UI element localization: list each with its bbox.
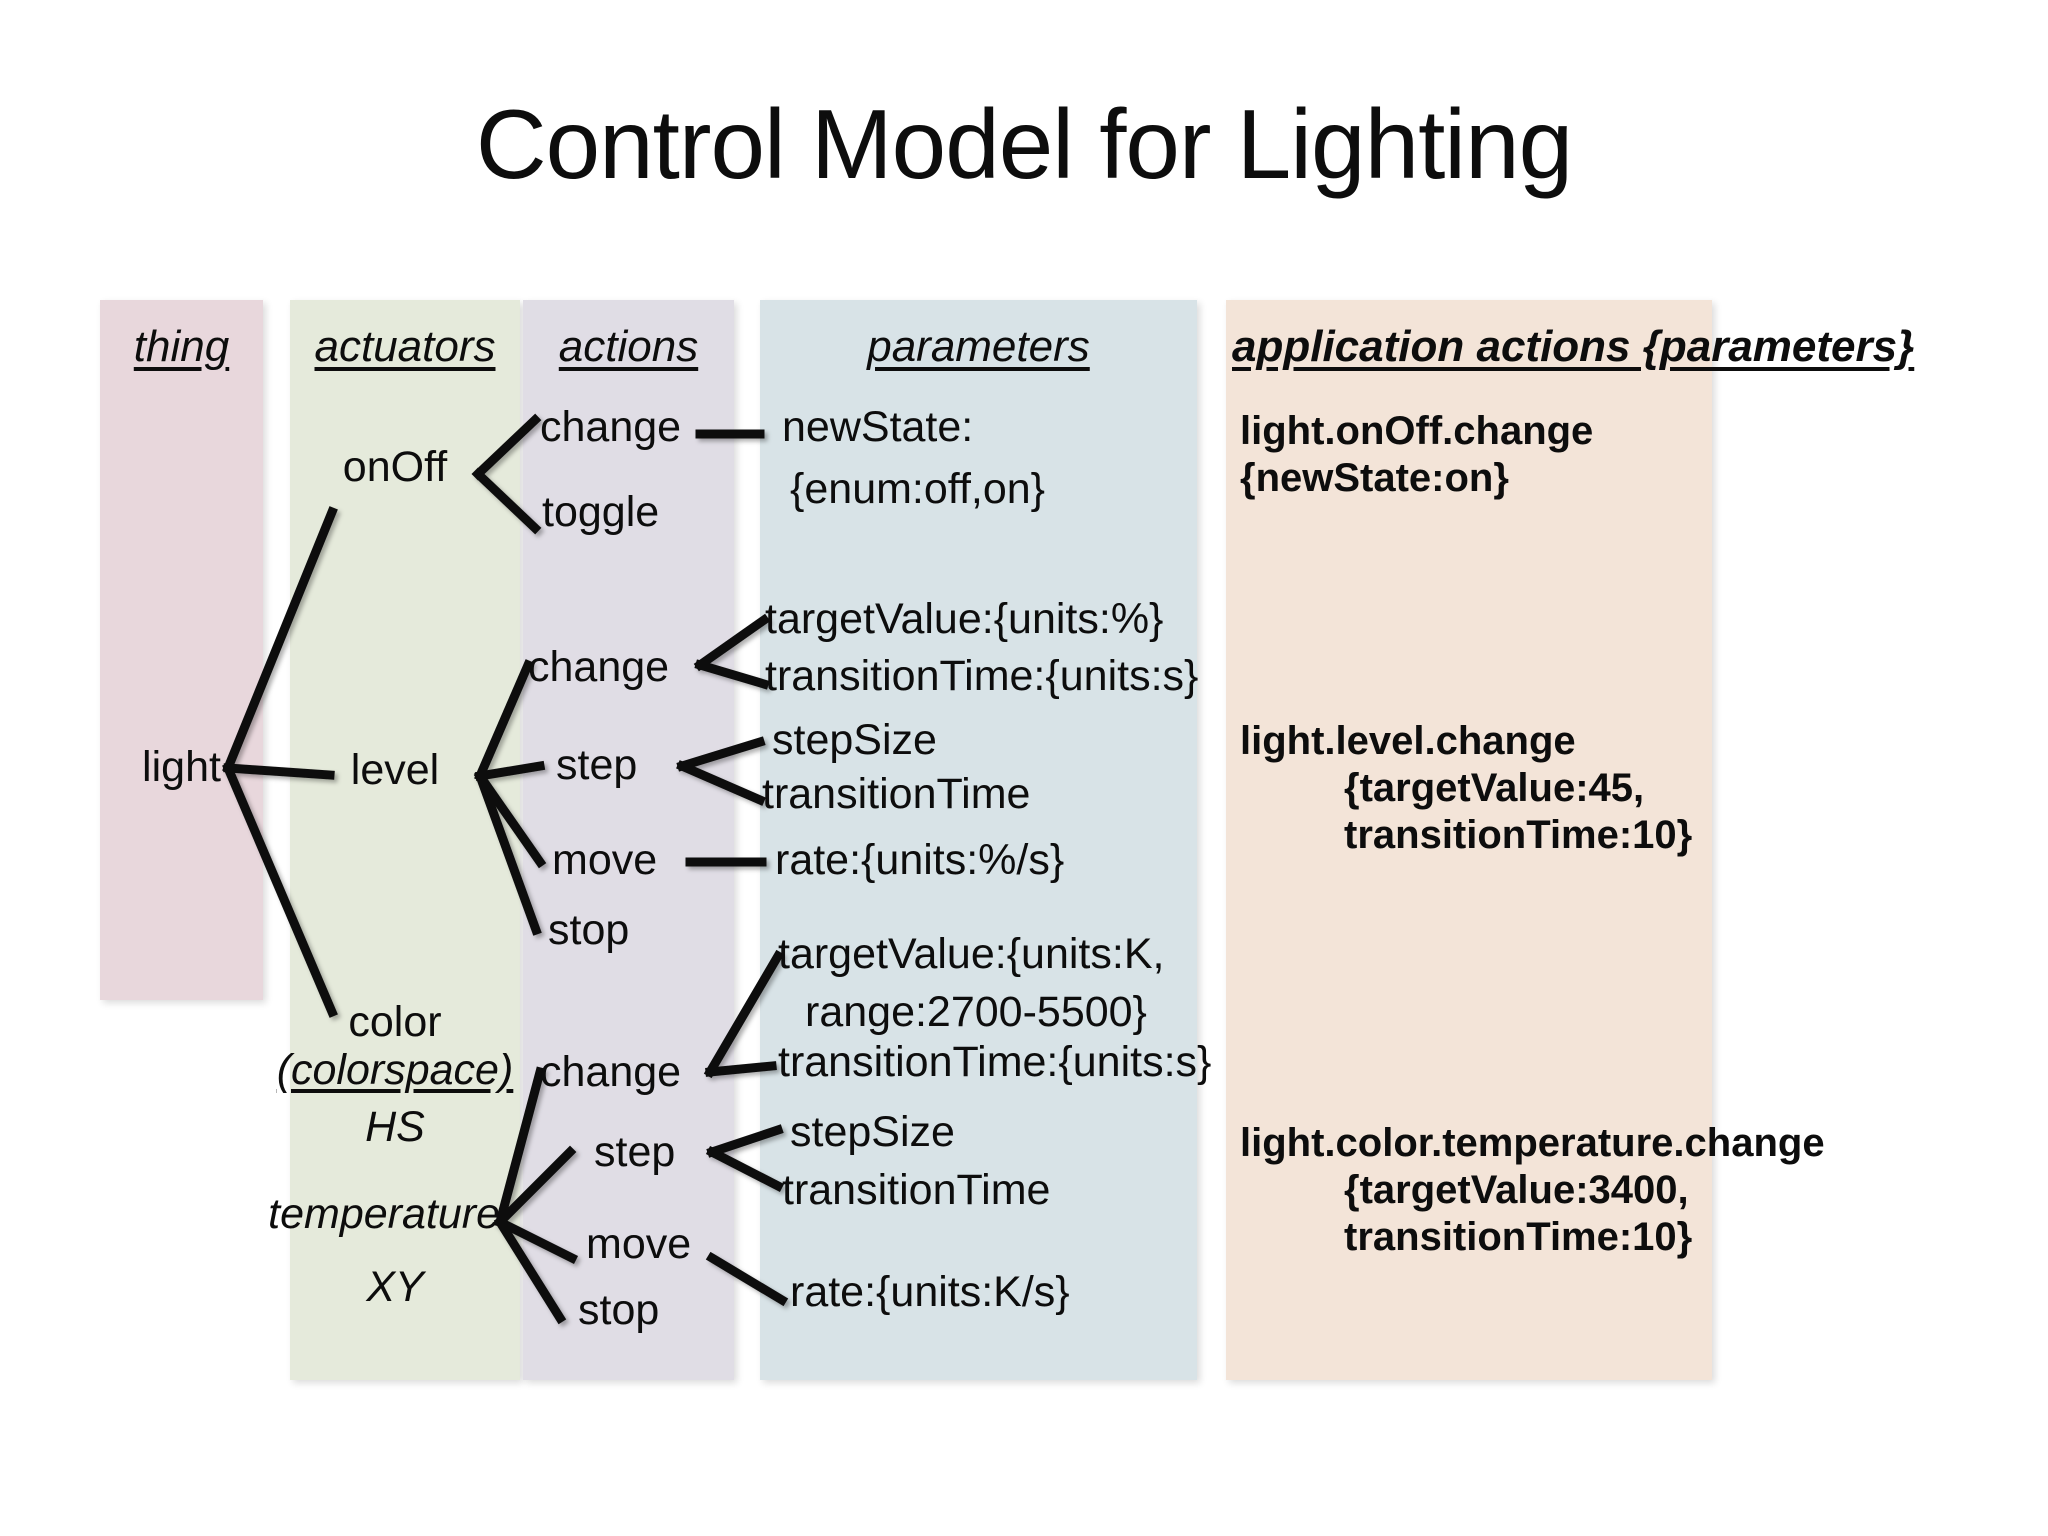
actuator-onoff: onOff (342, 443, 448, 491)
colorspace-hs: HS (365, 1103, 425, 1151)
app-action-line: transitionTime:10} (1344, 1215, 1693, 1260)
param-level-change-targetvalue: targetValue:{units:%} (765, 595, 1164, 643)
app-action-level-example: light.level.change{targetValue:45,transi… (1240, 718, 1692, 860)
actuator-color: color (348, 998, 442, 1046)
param-color-change-range: range:2700-5500} (805, 988, 1147, 1036)
param-color-change-targetvalue: targetValue:{units:K, (778, 930, 1165, 978)
param-level-move-rate: rate:{units:%/s} (775, 836, 1065, 884)
action-level-step: step (556, 741, 638, 789)
param-color-change-transitiontime: transitionTime:{units:s} (778, 1038, 1212, 1086)
column-header-actuators: actuators (314, 322, 496, 371)
page-title: Control Model for Lighting (475, 89, 1573, 199)
param-onoff-enum: {enum:off,on} (790, 465, 1046, 513)
action-color-step: step (594, 1128, 676, 1176)
action-color-change: change (540, 1048, 682, 1096)
column-panel-parameters (760, 300, 1197, 1380)
column-panel-thing (100, 300, 263, 1000)
column-header-parameters: parameters (867, 322, 1090, 371)
app-action-line: light.level.change (1240, 719, 1576, 763)
action-onoff-change: change (540, 403, 682, 451)
app-action-line: transitionTime:10} (1344, 813, 1693, 858)
action-color-move: move (586, 1220, 692, 1268)
colorspace-xy: XY (366, 1263, 424, 1311)
app-action-color-temperature-example: light.color.temperature.change{targetVal… (1240, 1120, 1825, 1262)
column-panel-app-actions (1226, 300, 1712, 1380)
app-action-line: light.color.temperature.change (1240, 1121, 1825, 1165)
action-level-change: change (528, 643, 670, 691)
param-color-step-stepsize: stepSize (790, 1108, 955, 1156)
column-header-app-actions: application actions {parameters} (1232, 322, 1915, 371)
actuator-level: level (350, 746, 440, 794)
column-header-thing: thing (133, 322, 230, 371)
actuator-colorspace-label: (colorspace) (276, 1046, 514, 1094)
param-onoff-newstate: newState: (782, 403, 974, 451)
param-level-change-transitiontime: transitionTime:{units:s} (765, 652, 1199, 700)
param-level-step-transitiontime: transitionTime (762, 770, 1031, 818)
action-onoff-toggle: toggle (542, 488, 660, 536)
column-header-actions: actions (558, 322, 699, 371)
app-action-line: {targetValue:3400, (1344, 1168, 1689, 1213)
action-color-stop: stop (578, 1286, 660, 1334)
param-level-step-stepsize: stepSize (772, 716, 937, 764)
action-level-stop: stop (548, 906, 630, 954)
app-action-line: {targetValue:45, (1344, 766, 1645, 811)
param-color-step-transitiontime: transitionTime (782, 1166, 1051, 1214)
thing-light: light (142, 743, 221, 791)
app-action-onoff-example: light.onOff.change{newState:on} (1240, 408, 1593, 502)
app-action-line: light.onOff.change (1240, 409, 1594, 453)
action-level-move: move (552, 836, 658, 884)
param-color-move-rate: rate:{units:K/s} (790, 1268, 1070, 1316)
colorspace-temperature: temperature (268, 1190, 500, 1238)
app-action-line: {newState:on} (1240, 456, 1509, 501)
